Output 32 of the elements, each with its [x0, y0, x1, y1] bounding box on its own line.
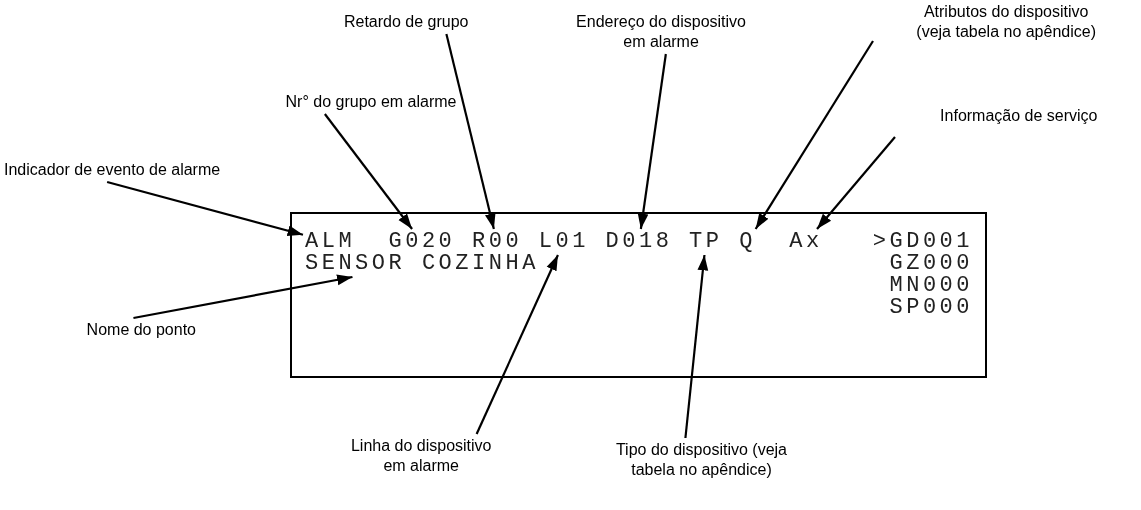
leader-arrow: [637, 53, 667, 230]
display-text: TP: [689, 231, 723, 253]
callout-label: Linha do dispositivo em alarme: [349, 436, 493, 476]
callout-label: Retardo de grupo: [342, 12, 470, 32]
leader-arrow: [106, 180, 304, 236]
display-text: R00: [472, 231, 523, 253]
display-text: Q: [739, 231, 756, 253]
callout-label: Atributos do dispositivo (veja tabela no apêndice): [915, 2, 1098, 42]
callout-label: Nome do ponto: [85, 320, 198, 340]
callout-label: Indicador de evento de alarme: [4, 160, 223, 180]
display-text: L01: [538, 231, 589, 253]
leader-arrow: [133, 274, 353, 320]
callout-label: Endereço do dispositivo em alarme: [575, 12, 748, 52]
display-text: Ax: [789, 231, 823, 253]
callout-label: Tipo do dispositivo (veja tabela no apêndice): [614, 440, 789, 480]
display-text: SP000: [889, 297, 973, 319]
callout-label: Informação de serviço: [938, 106, 1099, 126]
leader-arrow: [445, 33, 496, 230]
display-panel: [290, 212, 987, 378]
leader-arrow: [475, 254, 559, 435]
display-text: MN000: [889, 275, 973, 297]
leader-arrow: [816, 136, 896, 230]
display-text: D018: [605, 231, 673, 253]
leader-arrow: [754, 40, 874, 230]
leader-arrow: [684, 254, 709, 439]
display-text: GZ000: [889, 253, 973, 275]
leader-arrow: [324, 113, 413, 230]
display-text: ALM: [305, 231, 356, 253]
display-text: SENSOR COZINHA: [305, 253, 539, 275]
display-text: >GD001: [872, 231, 973, 253]
callout-label: Nr° do grupo em alarme: [284, 92, 458, 112]
display-text: G020: [388, 231, 456, 253]
